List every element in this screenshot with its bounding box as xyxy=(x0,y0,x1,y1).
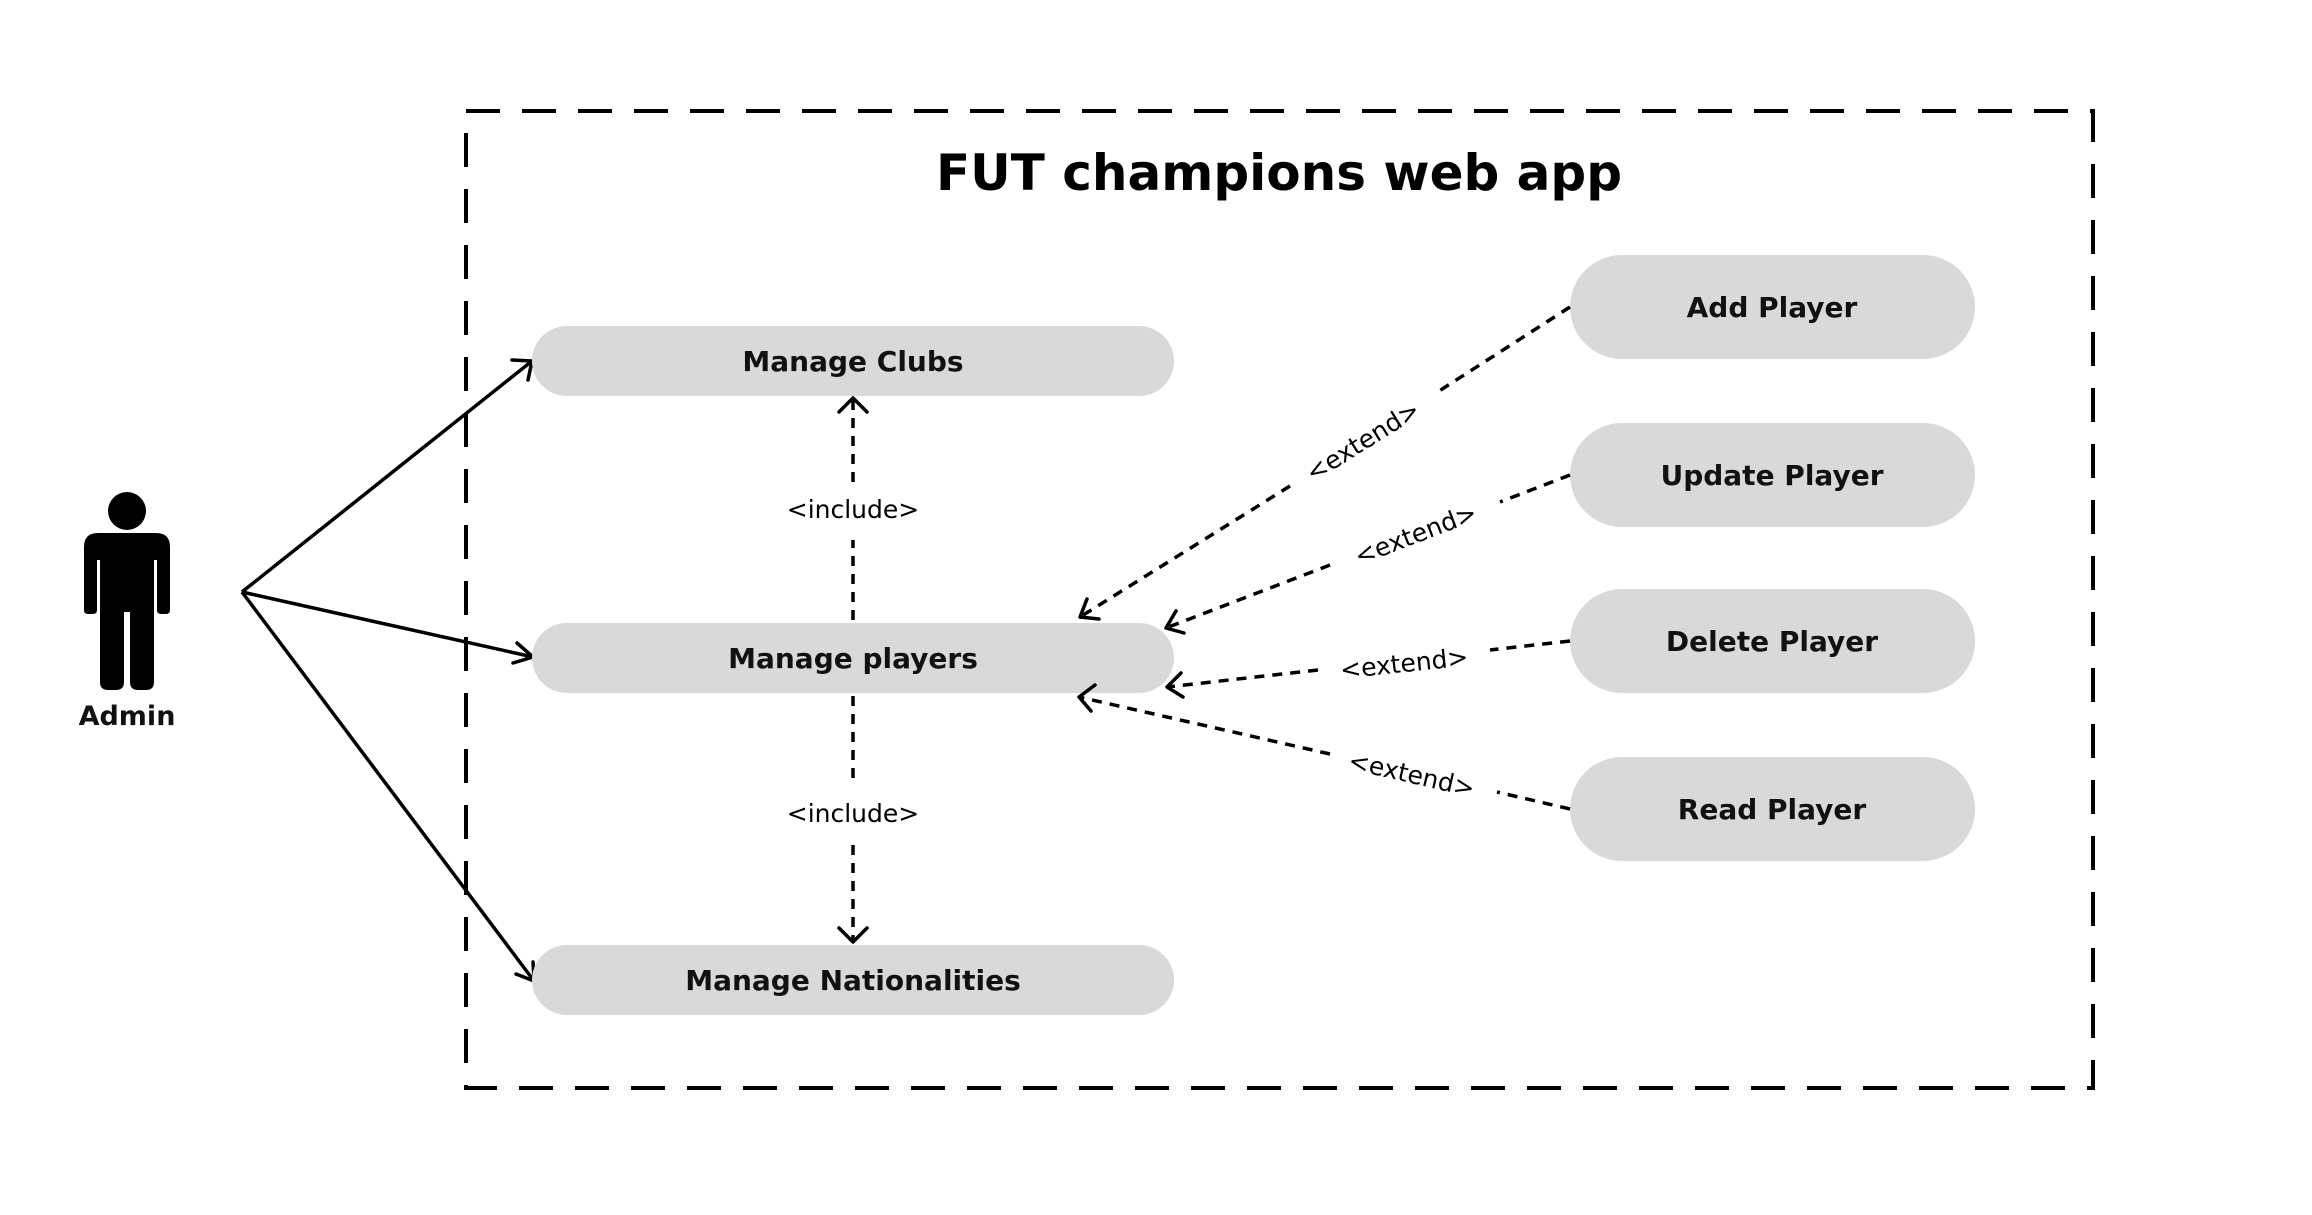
use-case-label: Read Player xyxy=(1678,793,1867,826)
arrowhead-icon xyxy=(837,926,869,944)
include-label-top: <include> xyxy=(787,495,919,524)
include-relations: <include> <include> xyxy=(787,396,919,944)
extend-line-add xyxy=(1079,484,1291,619)
extend-line-read xyxy=(1496,790,1571,811)
use-case-add-player[interactable]: Add Player xyxy=(1570,255,1975,359)
arrowhead-icon xyxy=(1077,683,1097,713)
extend-line-update xyxy=(1499,473,1571,504)
extend-label-read: <extend> xyxy=(1346,746,1478,803)
use-case-delete-player[interactable]: Delete Player xyxy=(1570,589,1975,693)
actor-admin[interactable]: Admin xyxy=(79,492,176,732)
extend-line-add xyxy=(1435,305,1571,395)
actor-label: Admin xyxy=(79,701,176,732)
extend-line-read xyxy=(1078,695,1331,756)
include-label-bottom: <include> xyxy=(787,799,919,828)
extend-label-add: <extend> xyxy=(1301,395,1425,488)
use-case-manage-nationalities[interactable]: Manage Nationalities xyxy=(532,945,1174,1015)
use-case-label: Manage Nationalities xyxy=(685,964,1021,997)
extend-line-delete xyxy=(1489,639,1571,652)
use-case-label: Add Player xyxy=(1687,291,1858,324)
use-case-update-player[interactable]: Update Player xyxy=(1570,423,1975,527)
use-case-label: Update Player xyxy=(1660,459,1883,492)
use-case-manage-clubs[interactable]: Manage Clubs xyxy=(532,326,1174,396)
association-manage-players xyxy=(241,590,534,659)
extend-line-delete xyxy=(1166,668,1319,689)
system-title: FUT champions web app xyxy=(936,144,1622,202)
arrowhead-icon xyxy=(1164,609,1186,635)
extend-label-delete: <extend> xyxy=(1339,642,1470,684)
person-icon xyxy=(84,492,170,690)
use-case-label: Manage Clubs xyxy=(742,345,963,378)
use-case-read-player[interactable]: Read Player xyxy=(1570,757,1975,861)
arrowhead-icon xyxy=(837,396,869,414)
use-case-label: Manage players xyxy=(728,642,978,675)
extend-line-update xyxy=(1165,563,1331,630)
use-case-label: Delete Player xyxy=(1666,625,1878,658)
associations xyxy=(240,358,536,983)
arrowhead-icon xyxy=(1165,671,1185,699)
use-case-manage-players[interactable]: Manage players xyxy=(532,623,1174,693)
arrowhead-icon xyxy=(1078,597,1101,621)
extend-label-update: <extend> xyxy=(1350,498,1480,571)
association-manage-clubs xyxy=(240,359,534,594)
association-manage-nationalities xyxy=(240,590,536,983)
system-boundary xyxy=(464,109,2095,1090)
